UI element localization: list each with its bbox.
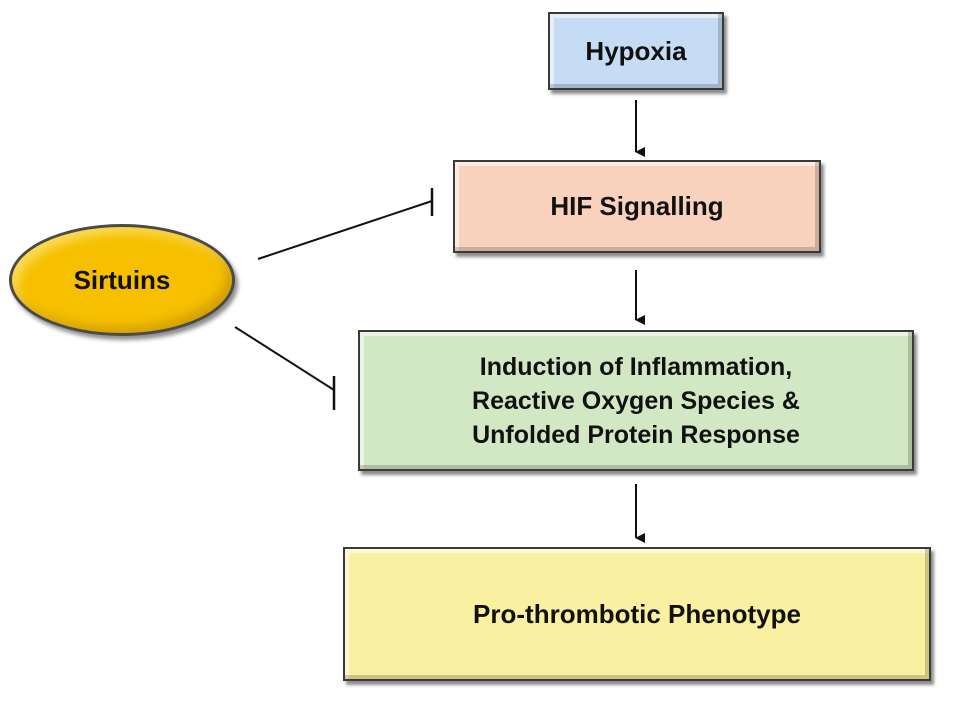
- node-hif-signalling-label: HIF Signalling: [550, 191, 724, 221]
- inhibition-sirtuins-to-hif: [257, 200, 433, 260]
- node-induction-line-1: Induction of Inflammation,: [479, 352, 793, 381]
- node-hif-signalling: HIF Signalling: [453, 160, 821, 253]
- node-pro-thrombotic-label: Pro-thrombotic Phenotype: [473, 598, 801, 629]
- node-induction-line-2: Reactive Oxygen Species &: [472, 386, 800, 415]
- node-sirtuins: Sirtuins: [9, 224, 235, 336]
- node-hypoxia-label: Hypoxia: [585, 35, 687, 66]
- node-hypoxia: Hypoxia: [548, 12, 724, 90]
- node-sirtuins-label: Sirtuins: [73, 264, 171, 295]
- node-pro-thrombotic-phenotype: Pro-thrombotic Phenotype: [343, 547, 931, 681]
- node-induction: Induction of Inflammation, Reactive Oxyg…: [358, 330, 914, 471]
- inhibition-sirtuins-to-induction: [234, 326, 335, 391]
- node-induction-line-3: Unfolded Protein Response: [472, 420, 800, 449]
